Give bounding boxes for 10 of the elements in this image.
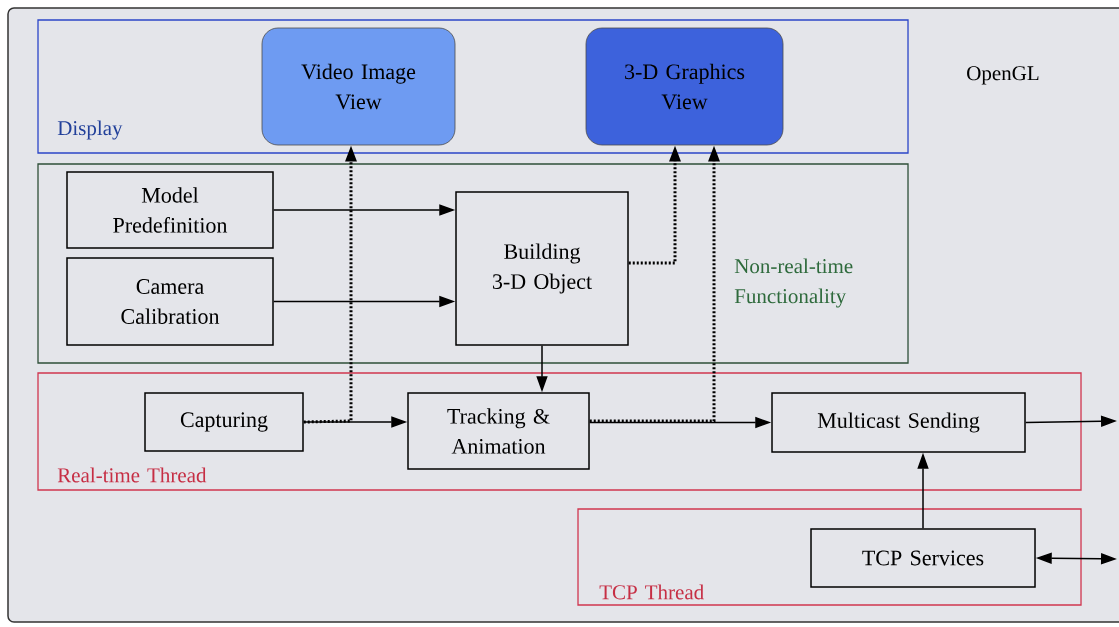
process-box: Camera Calibration (66, 257, 274, 346)
process-box: Model Predefinition (66, 171, 274, 249)
process-box: TCP Services (810, 528, 1036, 588)
view-box: Video Image View (261, 27, 456, 146)
library-name: OpenGL (967, 66, 1039, 85)
view-box: 3-D Graphics View (585, 27, 784, 146)
process-box: Multicast Sending (771, 392, 1026, 453)
process-box: Capturing (144, 392, 304, 452)
process-box: Tracking & Animation (407, 392, 590, 470)
process-box: Building 3-D Object (455, 191, 629, 346)
